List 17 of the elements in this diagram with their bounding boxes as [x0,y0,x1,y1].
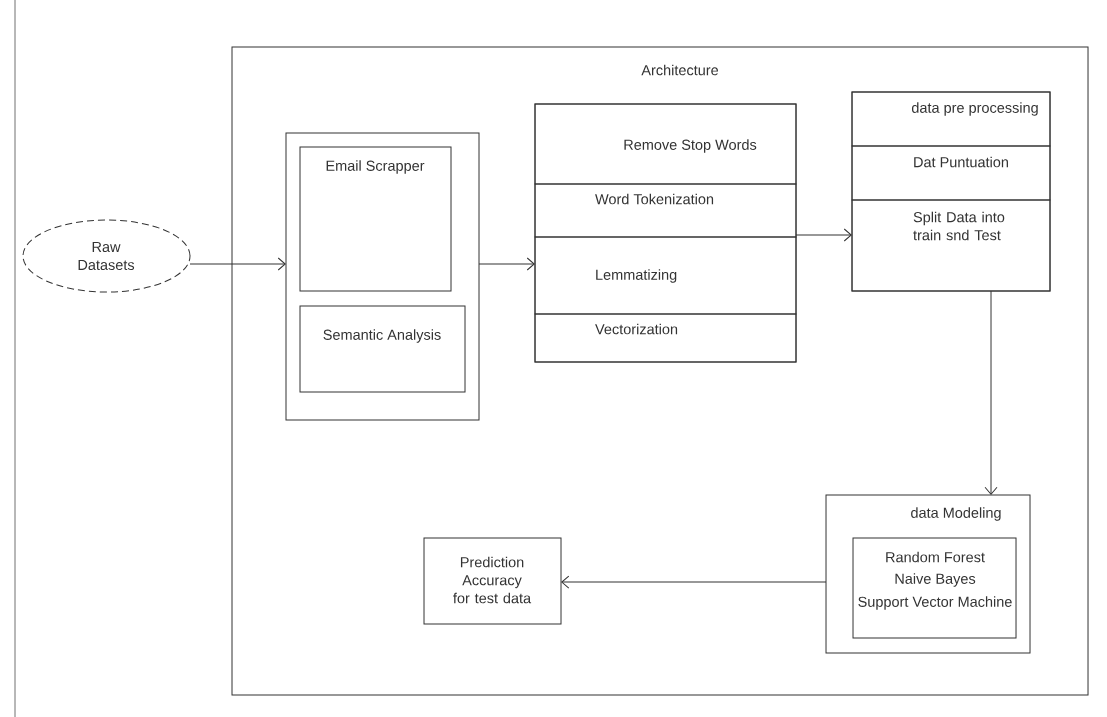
row-band: data pre processing [851,91,1051,147]
arrow [478,257,535,271]
row-band: Split Data into train snd Test [851,199,1051,292]
process-box: Random Forest Naive Bayes Support Vector Machine [852,537,1017,639]
process-box: Email Scrapper [299,146,452,292]
group-box [285,132,480,421]
row-band: Remove Stop Words [534,103,797,185]
row-band: Word Tokenization [534,183,797,238]
row-band: Vectorization [534,313,797,363]
arrow [795,228,852,242]
process-box: Prediction Accuracy for test data [423,537,562,625]
row-band: Lemmatizing [534,236,797,315]
arrow [189,257,286,271]
arrow [561,575,827,589]
row-band: Dat Puntuation [851,145,1051,201]
process-box: Semantic Analysis [299,305,466,393]
arrow [984,290,998,495]
